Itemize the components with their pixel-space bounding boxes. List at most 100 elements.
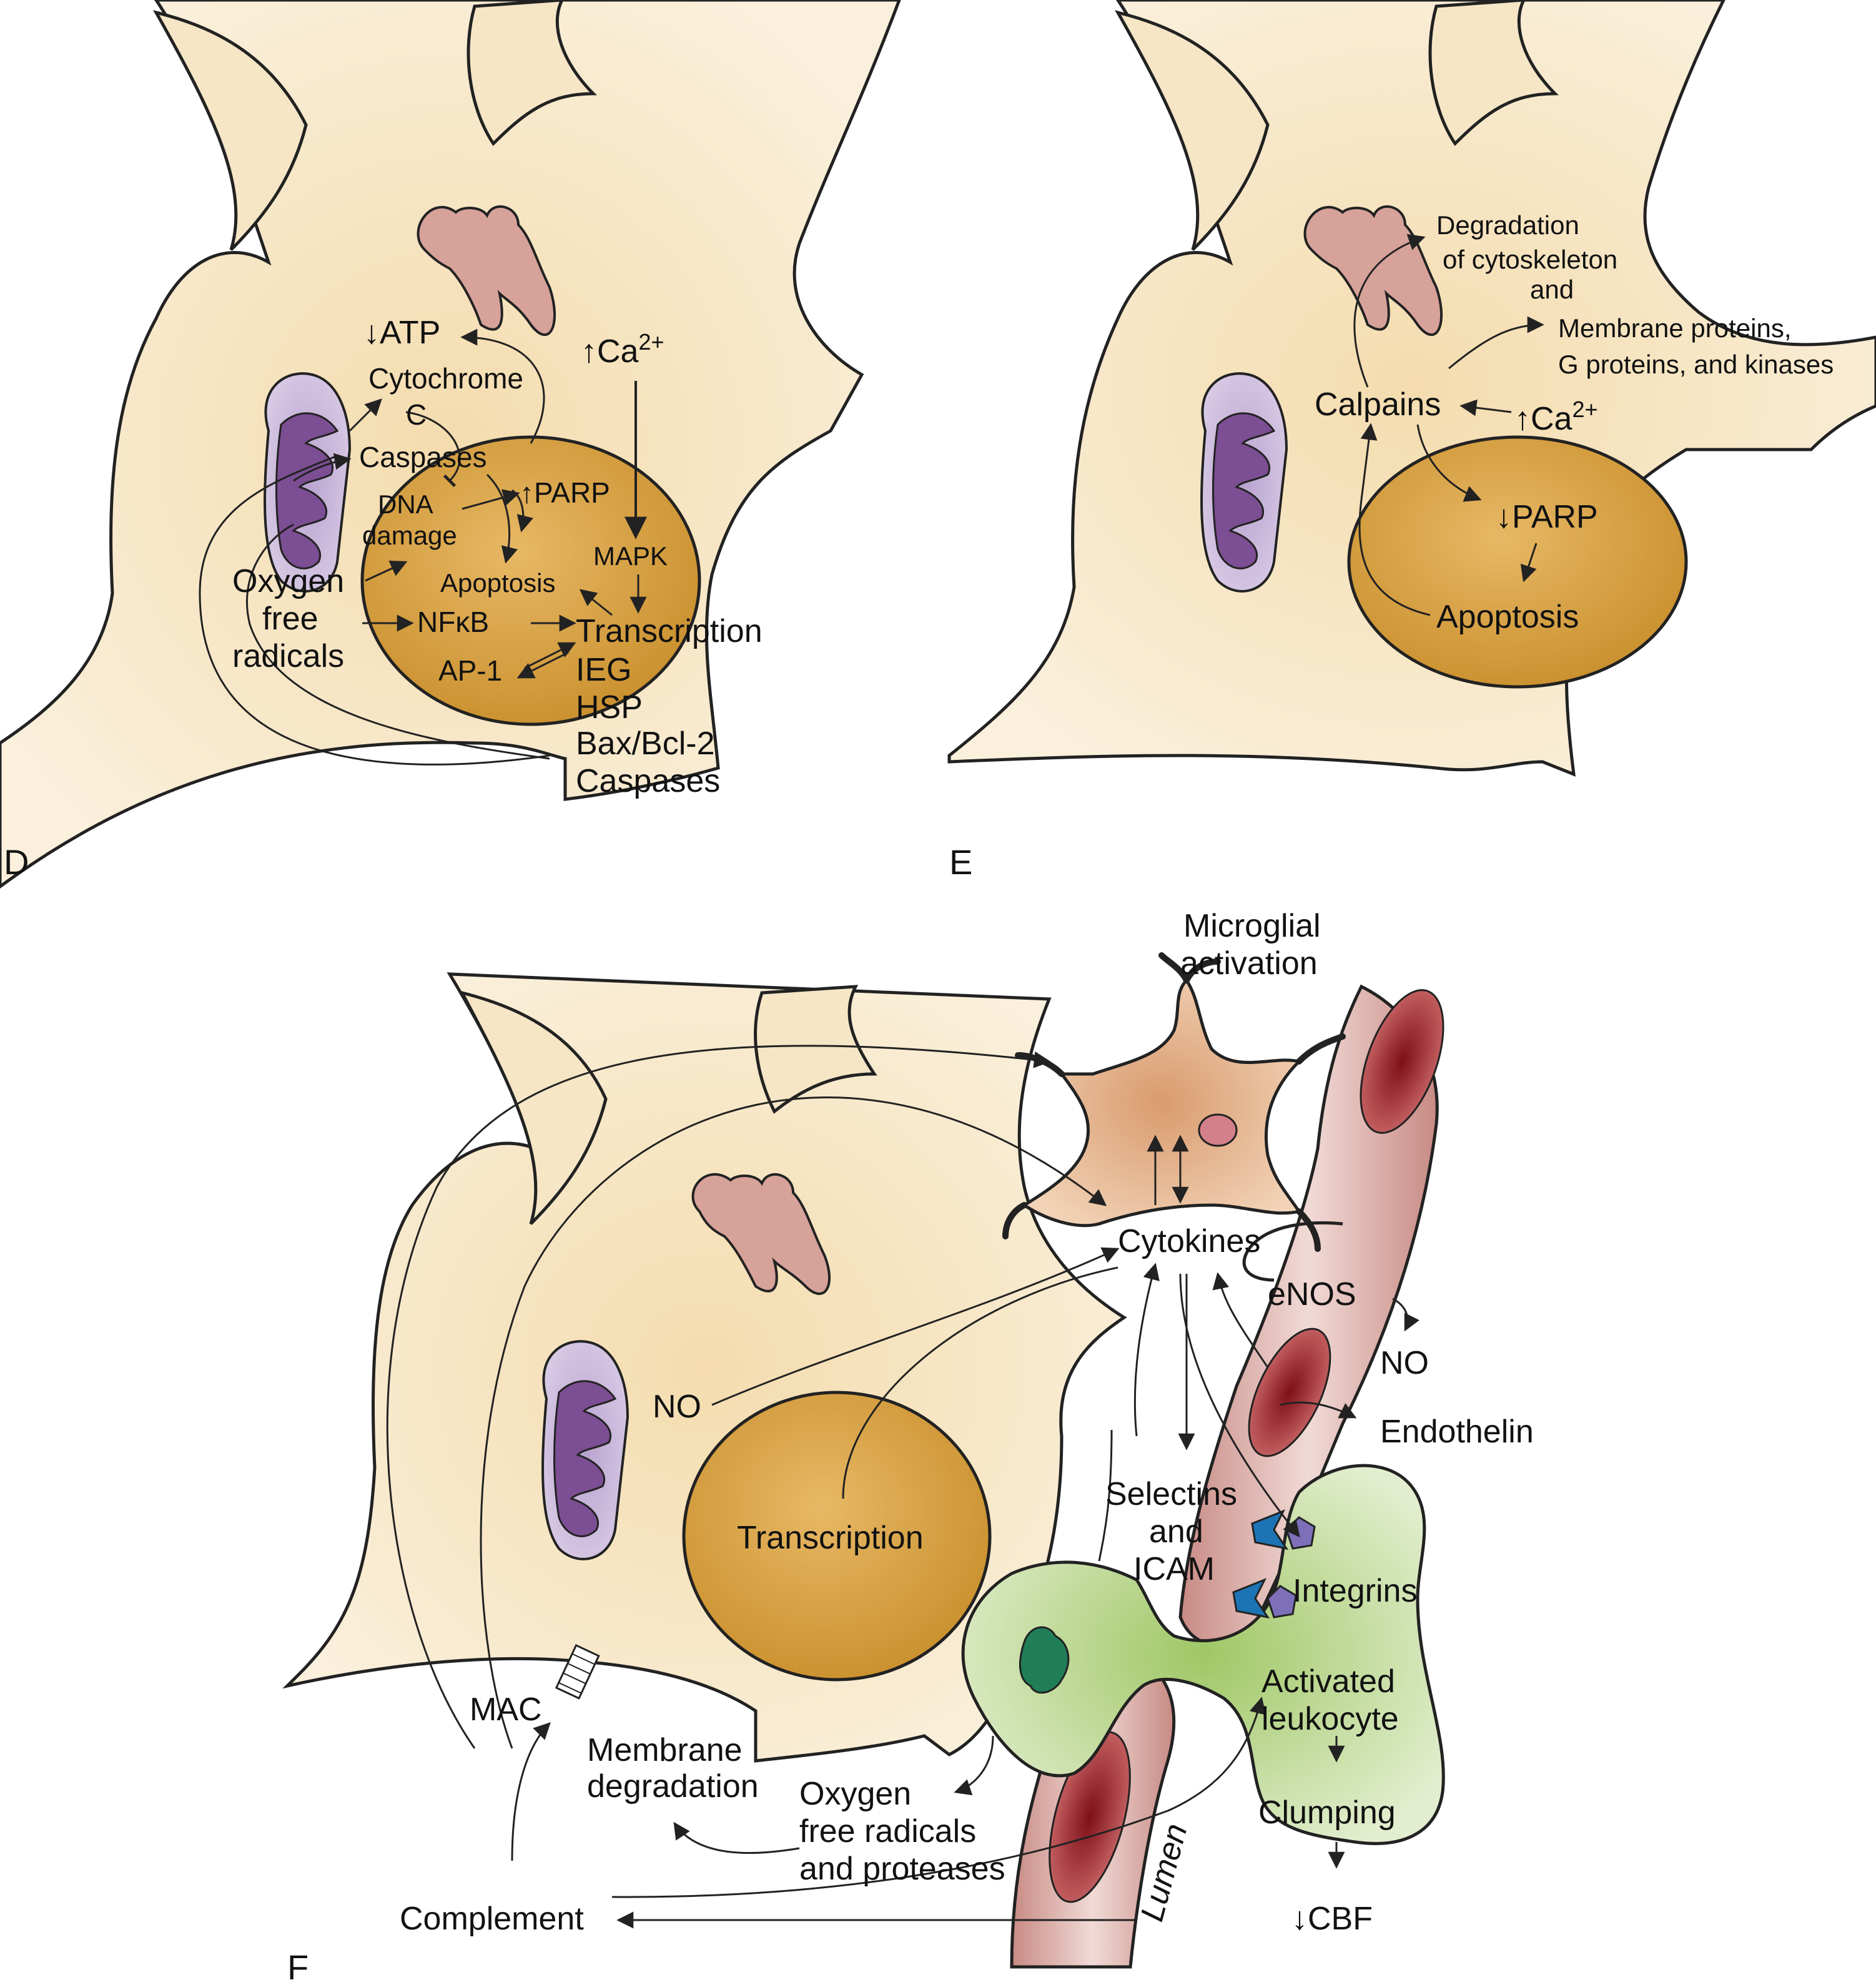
label-activated: Activated — [1261, 1663, 1395, 1700]
label-no-left: NO — [653, 1389, 701, 1425]
dendrite-upper — [152, 10, 308, 251]
label-and-f: and — [1149, 1514, 1203, 1550]
arrow-to-atp — [460, 328, 545, 444]
panel-e: E Degradation of cytoskeleton and Membra… — [947, 0, 1876, 882]
arrow-cytokines-integrins — [1179, 1273, 1300, 1538]
label-complement: Complement — [400, 1901, 584, 1937]
label-free: free — [262, 601, 318, 637]
microglial-cell — [1021, 978, 1302, 1228]
label-cytochrome: Cytochrome — [368, 362, 523, 395]
label-dna: DNA — [378, 490, 433, 519]
label-bax: Bax/Bcl-2 — [576, 726, 715, 762]
label-leukocyte: leukocyte — [1261, 1701, 1399, 1737]
label-ca: ↑Ca2+ — [581, 329, 664, 370]
label-atp: ↓ATP — [363, 315, 440, 351]
arrow-complement-mac — [511, 1722, 551, 1861]
arrow-ca-calpains — [1459, 399, 1512, 416]
line-selectins — [1098, 1429, 1113, 1562]
nucleus-f — [682, 1391, 992, 1682]
mac-pore — [555, 1644, 600, 1700]
arrow-calpains-membrane — [1448, 316, 1544, 370]
arrow-ofr-membrane — [673, 1821, 800, 1854]
microglial-nucleus — [1198, 1113, 1238, 1147]
label-caspases: Caspases — [359, 441, 487, 473]
dendrite-upper-right-e — [1428, 0, 1559, 146]
mitochondrion-cristae — [275, 412, 339, 569]
arrow-apoptosis-calpains — [1358, 423, 1431, 616]
label-radicals: radicals — [232, 638, 344, 674]
arrow-vessel-cytokines — [1212, 1272, 1269, 1368]
selectin-receptor-lower — [1232, 1578, 1270, 1619]
label-apoptosis-e: Apoptosis — [1436, 599, 1579, 635]
label-caspases2: Caspases — [576, 763, 720, 799]
panel-d: D ↓ATP Cytochrome C ↑Ca2+ Caspases ↑PARP… — [0, 0, 901, 889]
dendrite-upper-right — [467, 0, 598, 146]
panel-f: F Microglial activation Cytokines eNOS N… — [282, 908, 1534, 1985]
arrow-to-caspases — [293, 453, 352, 482]
label-damage: damage — [362, 521, 457, 550]
label-transcription-f: Transcription — [737, 1520, 924, 1556]
arrow-selectins-cytokines — [1133, 1263, 1160, 1437]
label-icam: ICAM — [1133, 1551, 1215, 1587]
label-degradation: Degradation — [1436, 210, 1579, 240]
label-nfkb: NFκB — [417, 606, 489, 638]
label-clumping: Clumping — [1258, 1795, 1396, 1831]
label-integrins: Integrins — [1293, 1573, 1417, 1609]
label-microglial: Microglial — [1183, 908, 1321, 944]
label-parp-e: ↓PARP — [1496, 499, 1598, 535]
label-cbf: ↓CBF — [1291, 1901, 1373, 1937]
arrow-transcription-ap1 — [516, 651, 569, 679]
label-activation: activation — [1180, 945, 1318, 982]
label-hsp: HSP — [576, 689, 643, 726]
label-oxygen-f: Oxygen — [799, 1776, 911, 1812]
panel-letter-e: E — [949, 842, 972, 882]
arrow-mito-cytochrome — [348, 398, 382, 432]
arrow-enos-no — [1392, 1298, 1419, 1332]
label-cytochrome-c: C — [406, 398, 427, 431]
label-free-radicals-f: free radicals — [799, 1813, 976, 1850]
integrin-receptor-lower — [1266, 1585, 1297, 1618]
arrow-ofr-dna — [365, 560, 408, 582]
dendrite-upper-e — [1114, 10, 1270, 251]
label-and: and — [1530, 275, 1574, 304]
arrow-calpains-degradation — [1353, 234, 1426, 388]
label-degradation-f: degradation — [587, 1768, 759, 1805]
line-bax-feedback — [246, 523, 550, 760]
label-mac: MAC — [470, 1692, 542, 1728]
arrow-parp-apoptosis — [1520, 543, 1538, 583]
arrow-complement-microglia — [386, 1045, 1051, 1749]
panel-letter-f: F — [287, 1948, 309, 1982]
arrow-complement-cytokines — [480, 1096, 1107, 1749]
label-membrane: Membrane — [587, 1732, 743, 1768]
er-organelle-f — [691, 1173, 831, 1295]
label-apoptosis: Apoptosis — [440, 568, 555, 598]
red-blood-cell-upper — [1360, 989, 1444, 1134]
line-caspases-feedback — [199, 455, 550, 766]
arrow-no-cytokines — [711, 1247, 1120, 1406]
label-g-proteins: G proteins, and kinases — [1558, 350, 1834, 379]
arrow-to-endothelin — [1280, 1401, 1357, 1419]
label-ca-e: ↑Ca2+ — [1514, 397, 1598, 437]
arrow-caspases-apoptosis — [486, 473, 518, 564]
arrow-leukocyte-ofr — [954, 1735, 994, 1796]
label-endothelin: Endothelin — [1380, 1414, 1534, 1450]
label-membrane-proteins: Membrane proteins, — [1558, 313, 1792, 343]
label-ap1: AP-1 — [438, 654, 502, 687]
label-cytoskeleton: of cytoskeleton — [1443, 245, 1617, 274]
label-and-proteases: and proteases — [799, 1851, 1005, 1887]
arrow-transcription-apoptosis — [579, 589, 613, 616]
er-organelle — [417, 205, 556, 336]
label-selectins: Selectins — [1105, 1476, 1237, 1512]
mitochondrion-cristae-f — [553, 1380, 617, 1537]
label-transcription: Transcription — [576, 613, 763, 649]
nucleus — [360, 435, 701, 726]
mitochondrion-cristae-e — [1212, 412, 1276, 569]
selectin-receptor-upper — [1251, 1509, 1289, 1550]
arrow-dna-parp — [462, 489, 520, 510]
label-oxygen: Oxygen — [232, 563, 344, 599]
arrow-cytochrome-caspases — [405, 411, 461, 488]
neuron-cell-body-e — [947, 0, 1876, 777]
arrow-parp-down — [511, 489, 533, 533]
